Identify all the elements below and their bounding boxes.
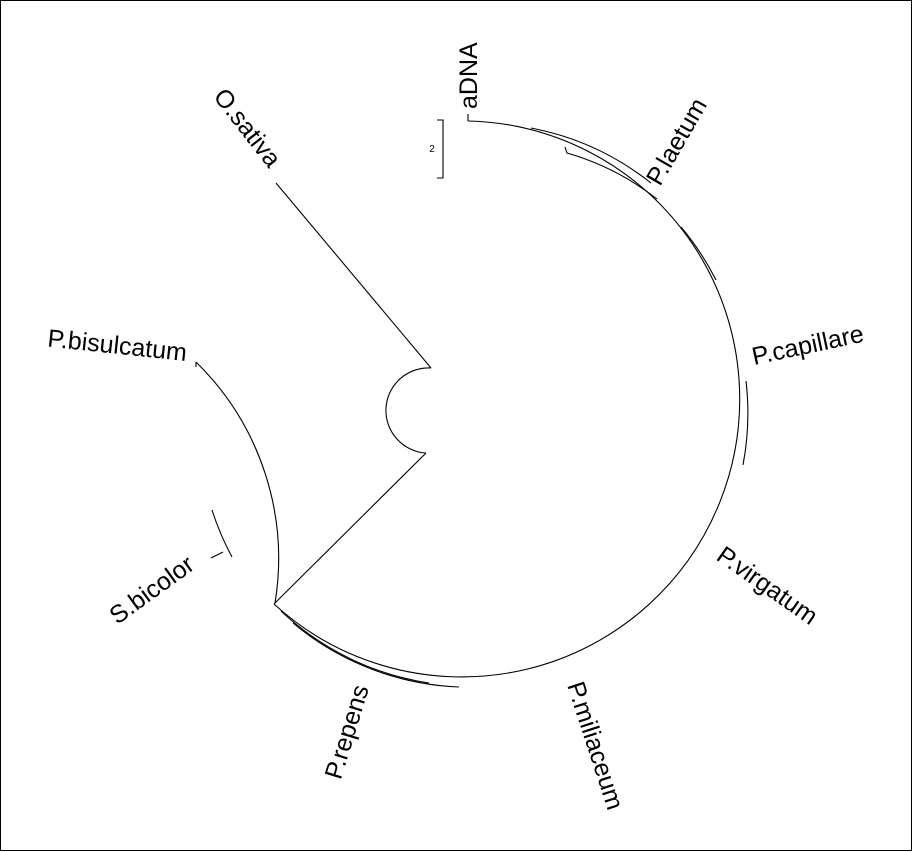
label-laetum: P.laetum	[641, 93, 713, 190]
ingroup-arcs	[195, 120, 749, 688]
label-miliaceum: P.miliaceum	[561, 678, 629, 813]
arc-inner-7	[530, 127, 652, 184]
branch-osativa	[275, 182, 432, 369]
label-osativa: O.sativa	[208, 83, 287, 173]
label-bisulcatum: P.bisulcatum	[46, 324, 188, 366]
label-repens: P.repens	[320, 682, 375, 783]
arc-inner-3	[211, 509, 233, 558]
stub-sbicolor	[210, 551, 224, 559]
label-virgatum: P.virgatum	[712, 541, 823, 631]
label-capillare: P.capillare	[749, 320, 866, 371]
arc-inner-2	[280, 610, 430, 684]
root-clade	[273, 182, 432, 605]
scale-bar: 2	[429, 119, 444, 179]
branch-ingroup-stem	[273, 452, 427, 605]
arc-inner-5	[680, 226, 717, 281]
arc-paniceae	[273, 120, 741, 678]
label-adna: aDNA	[455, 42, 483, 109]
arc-outer-ingroup	[195, 361, 280, 604]
leaf-stubs	[195, 114, 469, 559]
arc-inner-4	[742, 380, 749, 466]
label-sbicolor: S.bicolor	[104, 550, 199, 630]
arc-inner-6	[564, 146, 658, 200]
leaf-labels: aDNA P.laetum P.capillare P.virgatum P.m…	[46, 42, 866, 813]
root-arc	[385, 367, 432, 454]
scale-bar-label: 2	[429, 144, 435, 155]
arc-inner-1	[292, 622, 460, 688]
